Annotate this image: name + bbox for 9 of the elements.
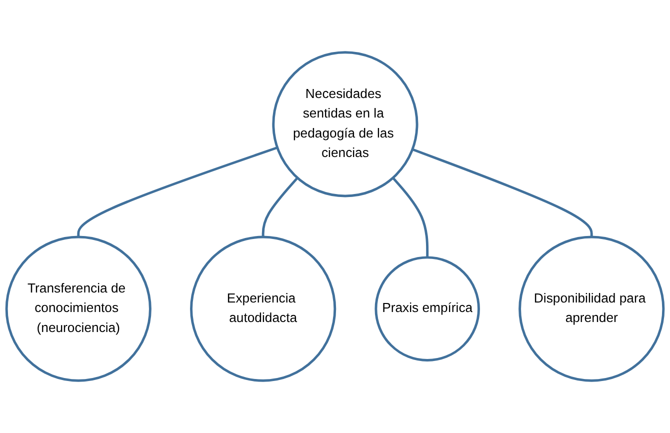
node-circle: Praxis empírica <box>374 256 480 362</box>
node-circle: Experiencia autodidacta <box>190 236 336 382</box>
connector <box>262 177 298 238</box>
node-circle: Transferencia de conocimientos (neurociencia) <box>5 236 152 382</box>
connector <box>412 148 593 238</box>
connector <box>77 146 278 238</box>
node-circle: Disponibilidad para aprender <box>518 236 665 382</box>
node-circle: Necesidades sentidas en la pedagogía de las ciencias <box>272 51 418 198</box>
connector <box>392 177 429 258</box>
